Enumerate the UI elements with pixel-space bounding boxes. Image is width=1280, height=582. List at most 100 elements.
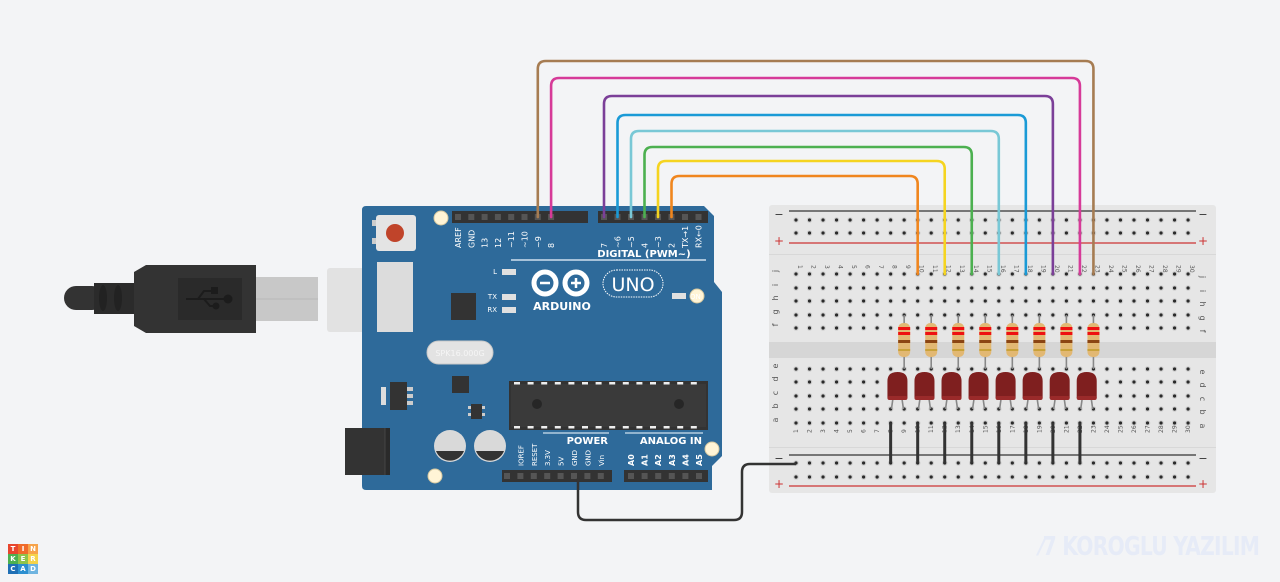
breadboard-hole[interactable] [793, 393, 799, 399]
rail-hole[interactable] [1158, 460, 1164, 466]
breadboard-hole[interactable] [874, 379, 880, 385]
breadboard-hole[interactable] [1171, 379, 1178, 385]
breadboard-hole[interactable] [1009, 298, 1016, 304]
breadboard-hole[interactable] [833, 271, 840, 277]
breadboard-hole[interactable] [793, 379, 799, 385]
breadboard-hole[interactable] [1171, 312, 1178, 318]
breadboard-hole[interactable] [887, 325, 894, 331]
jumper-wire[interactable] [670, 174, 919, 276]
breadboard-hole[interactable] [1131, 393, 1137, 399]
rail-hole[interactable] [860, 230, 867, 236]
jumper-wire[interactable] [629, 129, 1001, 276]
breadboard-hole[interactable] [1158, 406, 1164, 412]
rail-hole[interactable] [955, 230, 962, 236]
breadboard-hole[interactable] [806, 420, 813, 426]
breadboard-hole[interactable] [860, 366, 867, 372]
breadboard-hole[interactable] [1117, 271, 1124, 277]
rail-hole[interactable] [833, 230, 840, 236]
breadboard-hole[interactable] [806, 379, 813, 385]
rail-hole[interactable] [1104, 474, 1110, 480]
breadboard-hole[interactable] [847, 366, 853, 372]
breadboard-hole[interactable] [901, 420, 907, 426]
breadboard-hole[interactable] [833, 366, 840, 372]
breadboard-hole[interactable] [874, 271, 880, 277]
breadboard-hole[interactable] [1104, 285, 1110, 291]
jumper-wire[interactable] [602, 94, 1055, 276]
breadboard-hole[interactable] [1171, 298, 1178, 304]
breadboard-hole[interactable] [1185, 420, 1191, 426]
rail-hole[interactable] [887, 474, 894, 480]
breadboard-hole[interactable] [860, 420, 867, 426]
breadboard-hole[interactable] [955, 420, 962, 426]
breadboard-hole[interactable] [1036, 271, 1043, 277]
breadboard-hole[interactable] [793, 420, 799, 426]
breadboard-hole[interactable] [901, 298, 907, 304]
breadboard-hole[interactable] [1036, 285, 1043, 291]
breadboard-hole[interactable] [833, 406, 840, 412]
breadboard-hole[interactable] [1023, 366, 1029, 372]
rail-hole[interactable] [1185, 230, 1191, 236]
breadboard-hole[interactable] [847, 406, 853, 412]
breadboard-hole[interactable] [887, 298, 894, 304]
breadboard-hole[interactable] [928, 420, 935, 426]
breadboard-hole[interactable] [1171, 406, 1178, 412]
rail-hole[interactable] [860, 474, 867, 480]
rail-hole[interactable] [1036, 217, 1043, 223]
header-pin[interactable] [517, 473, 524, 479]
breadboard-hole[interactable] [793, 406, 799, 412]
breadboard-hole[interactable] [1144, 325, 1151, 331]
led-red[interactable] [887, 372, 908, 410]
rail-hole[interactable] [887, 217, 894, 223]
breadboard-hole[interactable] [1117, 312, 1124, 318]
breadboard-hole[interactable] [1077, 312, 1083, 318]
rail-hole[interactable] [874, 474, 880, 480]
rail-hole[interactable] [793, 230, 799, 236]
breadboard-hole[interactable] [1131, 285, 1137, 291]
resistor[interactable] [952, 323, 965, 357]
breadboard-hole[interactable] [833, 379, 840, 385]
breadboard-hole[interactable] [1104, 271, 1110, 277]
breadboard-hole[interactable] [793, 366, 799, 372]
breadboard-hole[interactable] [847, 393, 853, 399]
breadboard-hole[interactable] [820, 271, 826, 277]
rail-hole[interactable] [860, 217, 867, 223]
wires[interactable] [536, 59, 1095, 276]
breadboard-hole[interactable] [1063, 285, 1070, 291]
breadboard-hole[interactable] [1185, 379, 1191, 385]
breadboard-hole[interactable] [833, 298, 840, 304]
breadboard-hole[interactable] [874, 312, 880, 318]
breadboard-hole[interactable] [1185, 393, 1191, 399]
rail-hole[interactable] [1144, 217, 1151, 223]
rail-hole[interactable] [1131, 460, 1137, 466]
breadboard-hole[interactable] [874, 325, 880, 331]
rail-hole[interactable] [1131, 474, 1137, 480]
breadboard-hole[interactable] [901, 271, 907, 277]
breadboard-hole[interactable] [1050, 298, 1056, 304]
breadboard-hole[interactable] [928, 271, 935, 277]
rail-hole[interactable] [1158, 217, 1164, 223]
breadboard-hole[interactable] [806, 406, 813, 412]
breadboard-hole[interactable] [1144, 271, 1151, 277]
breadboard-hole[interactable] [847, 271, 853, 277]
breadboard-hole[interactable] [1036, 298, 1043, 304]
led-red[interactable] [1076, 372, 1097, 410]
breadboard-hole[interactable] [1158, 379, 1164, 385]
resistor[interactable] [925, 323, 938, 357]
resistor[interactable] [979, 323, 992, 357]
rail-hole[interactable] [1090, 460, 1097, 466]
breadboard-hole[interactable] [1158, 420, 1164, 426]
rail-hole[interactable] [1050, 474, 1056, 480]
rail-hole[interactable] [901, 474, 907, 480]
breadboard-hole[interactable] [1023, 325, 1029, 331]
breadboard-hole[interactable] [833, 325, 840, 331]
breadboard-hole[interactable] [1185, 285, 1191, 291]
rail-hole[interactable] [1131, 217, 1137, 223]
breadboard-hole[interactable] [1144, 379, 1151, 385]
rail-hole[interactable] [887, 230, 894, 236]
rail-hole[interactable] [1144, 474, 1151, 480]
rail-hole[interactable] [1036, 230, 1043, 236]
breadboard-hole[interactable] [1171, 420, 1178, 426]
rail-hole[interactable] [955, 217, 962, 223]
rail-hole[interactable] [833, 474, 840, 480]
breadboard-hole[interactable] [860, 312, 867, 318]
